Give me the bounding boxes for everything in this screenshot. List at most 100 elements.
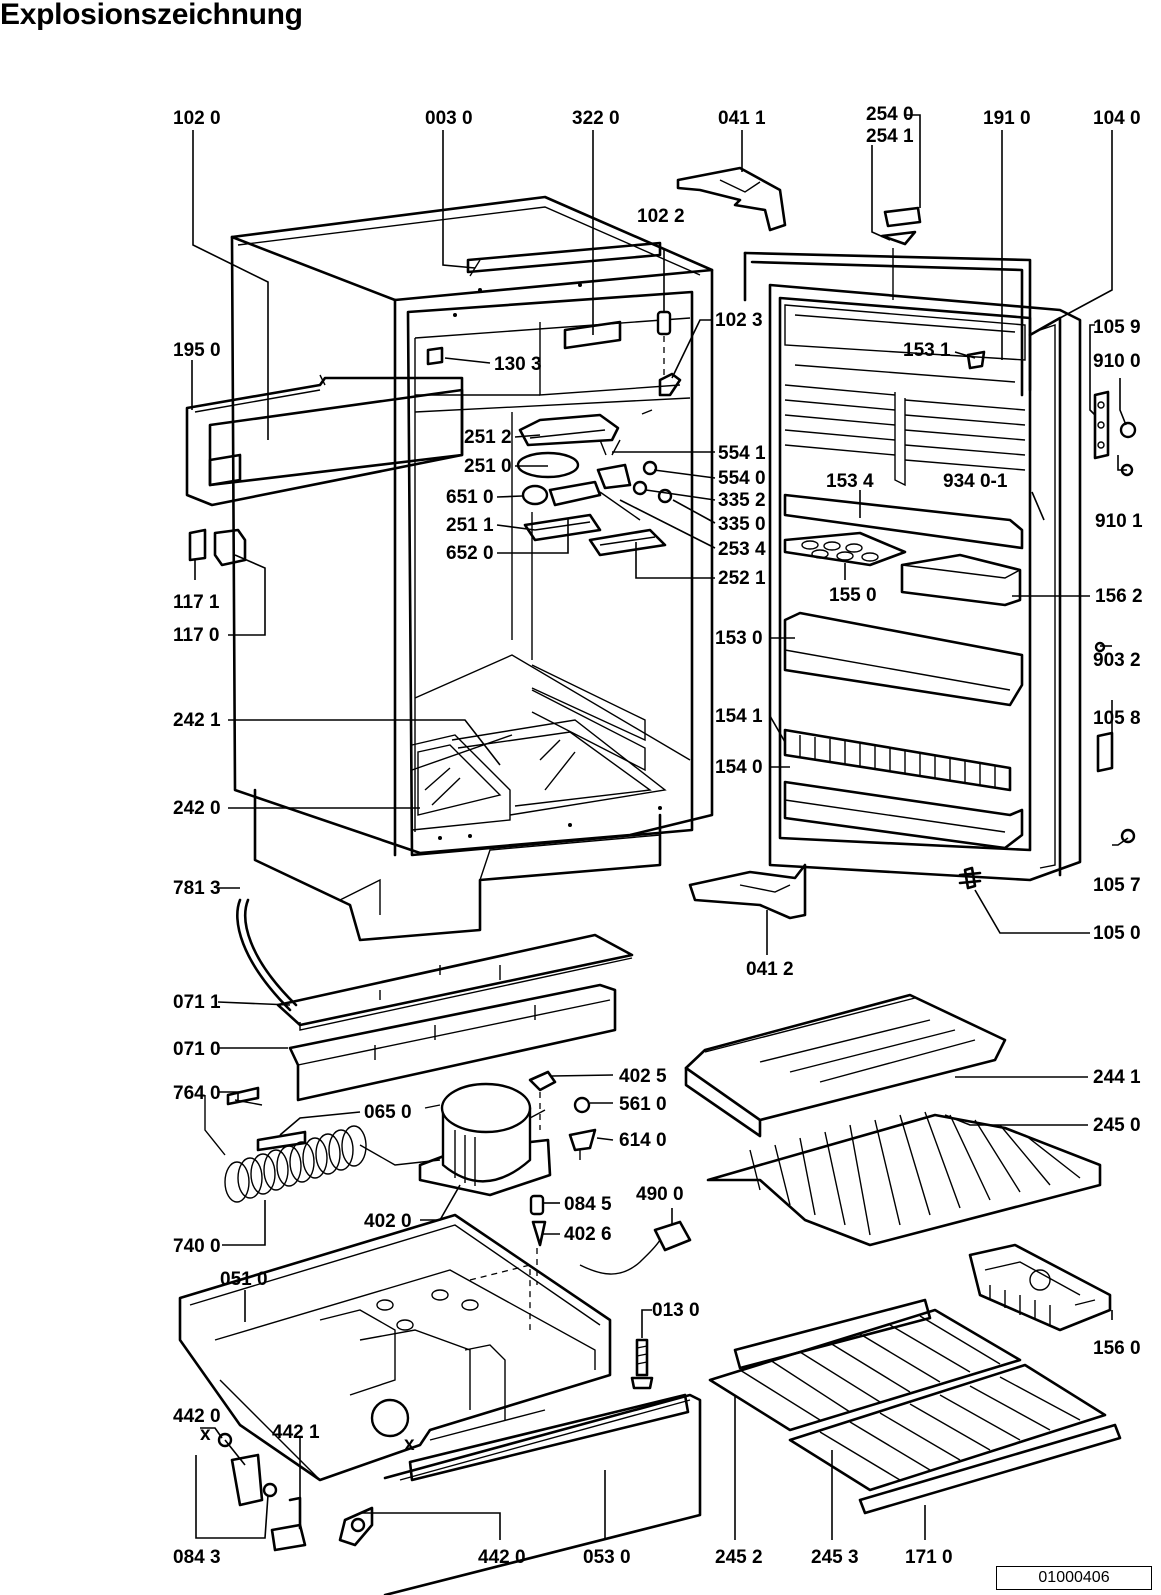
callout-label: 155 0 [829,585,877,606]
callout-label: 156 0 [1093,1338,1141,1359]
hinge-bracket-bottom [688,863,807,920]
callout-label: 251 2 [464,427,512,448]
door [743,251,1082,882]
callout-label: 245 3 [811,1547,859,1568]
callout-label: 252 1 [718,568,766,589]
callout-label: 195 0 [173,340,221,361]
page-title: Explosionszeichnung [0,0,303,31]
glass-shelf [684,993,1007,1138]
callout-label: 764 0 [173,1083,221,1104]
document-number: 01000406 [996,1566,1152,1590]
ice-tray [968,1243,1112,1332]
callout-label: 651 0 [446,487,494,508]
callout-label: 442 0 [478,1547,526,1568]
left-cover-panel [185,374,464,507]
callout-label: 130 3 [494,354,542,375]
callout-label: 053 0 [583,1547,631,1568]
callout-label: 442 1 [272,1422,320,1443]
callout-label: 245 2 [715,1547,763,1568]
callout-label: 071 0 [173,1039,221,1060]
callout-label: 442 0 [173,1406,221,1427]
callout-label: 013 0 [652,1300,700,1321]
callout-label: 254 0 [866,104,914,125]
callout-label: 071 1 [173,992,221,1013]
callout-label: 244 1 [1093,1067,1141,1088]
callout-label: 554 0 [718,468,766,489]
callout-label: 102 3 [715,310,763,331]
callout-label: 153 4 [826,471,874,492]
lower-wire-shelves [708,1298,1122,1515]
callout-label: 335 0 [718,514,766,535]
callout-label: 084 3 [173,1547,221,1568]
callout-label: 934 0-1 [943,471,1008,492]
rating-plate-part [426,346,444,366]
callout-label: 740 0 [173,1236,221,1257]
callout-label: 322 0 [572,108,620,129]
callout-label: 171 0 [905,1547,953,1568]
callout-label: 102 2 [637,206,685,227]
callout-label: 104 0 [1093,108,1141,129]
callout-label: 084 5 [564,1194,612,1215]
hinge-bracket-top [676,166,787,232]
callout-label: 490 0 [636,1184,684,1205]
callout-label: 105 8 [1093,708,1141,729]
callout-label: 254 1 [866,126,914,147]
callout-label: 251 0 [464,456,512,477]
callout-label: 117 0 [173,625,220,646]
callout-label: 910 1 [1095,511,1143,532]
front-grille [383,1393,702,1595]
base-rail-lower [288,983,617,1102]
screw [630,1338,654,1390]
callout-label: 242 0 [173,798,221,819]
callout-label: 561 0 [619,1094,667,1115]
callout-label: 242 1 [173,710,221,731]
thermostat-housing [516,409,673,557]
callout-label: 105 7 [1093,875,1141,896]
x-marker: x [200,1424,211,1445]
compressor [418,1082,552,1197]
callout-label: 003 0 [425,108,473,129]
x-marker: x [404,1434,415,1455]
callout-label: 335 2 [718,490,766,511]
drain-hose [236,898,298,1012]
callout-label: 051 0 [220,1269,268,1290]
callout-label: 154 0 [715,757,763,778]
leader-lines [191,114,1129,1540]
callout-label: 105 0 [1093,923,1141,944]
cabinet-body [230,195,714,942]
base-rail-upper [276,933,634,1031]
callout-label: 402 6 [564,1224,612,1245]
callout-label: 253 4 [718,539,766,560]
callout-label: 402 5 [619,1066,667,1087]
condenser-coil [204,1086,441,1203]
wire-shelf [706,1111,1102,1247]
callout-labels: 102 0 003 0 322 0 041 1 254 0 254 1 191 … [173,104,1143,1568]
thermostat-bracket [563,320,622,350]
base-tray [178,1213,612,1482]
fan-motor-parts [217,1432,374,1552]
callout-label: 402 0 [364,1211,412,1232]
callout-label: 105 9 [1093,317,1141,338]
callout-label: 251 1 [446,515,494,536]
top-trim-part [466,241,662,277]
side-clip-parts [188,528,247,567]
callout-label: 903 2 [1093,650,1141,671]
x-markers: x x [200,1424,415,1455]
callout-label: 154 1 [715,706,763,727]
callout-label: 041 1 [718,108,766,129]
callout-label: 245 0 [1093,1115,1141,1136]
callout-label: 156 2 [1095,586,1143,607]
callout-label: 910 0 [1093,351,1141,372]
callout-label: 153 0 [715,628,763,649]
door-top-parts [880,206,922,300]
lamp-bulb-part [656,310,682,397]
callout-label: 102 0 [173,108,221,129]
callout-label: 652 0 [446,543,494,564]
compressor-small-parts [528,1070,597,1285]
callout-label: 781 3 [173,878,221,899]
callout-label: 041 2 [746,959,794,980]
callout-label: 554 1 [718,443,766,464]
callout-label: 614 0 [619,1130,667,1151]
callout-label: 153 1 [903,340,951,361]
